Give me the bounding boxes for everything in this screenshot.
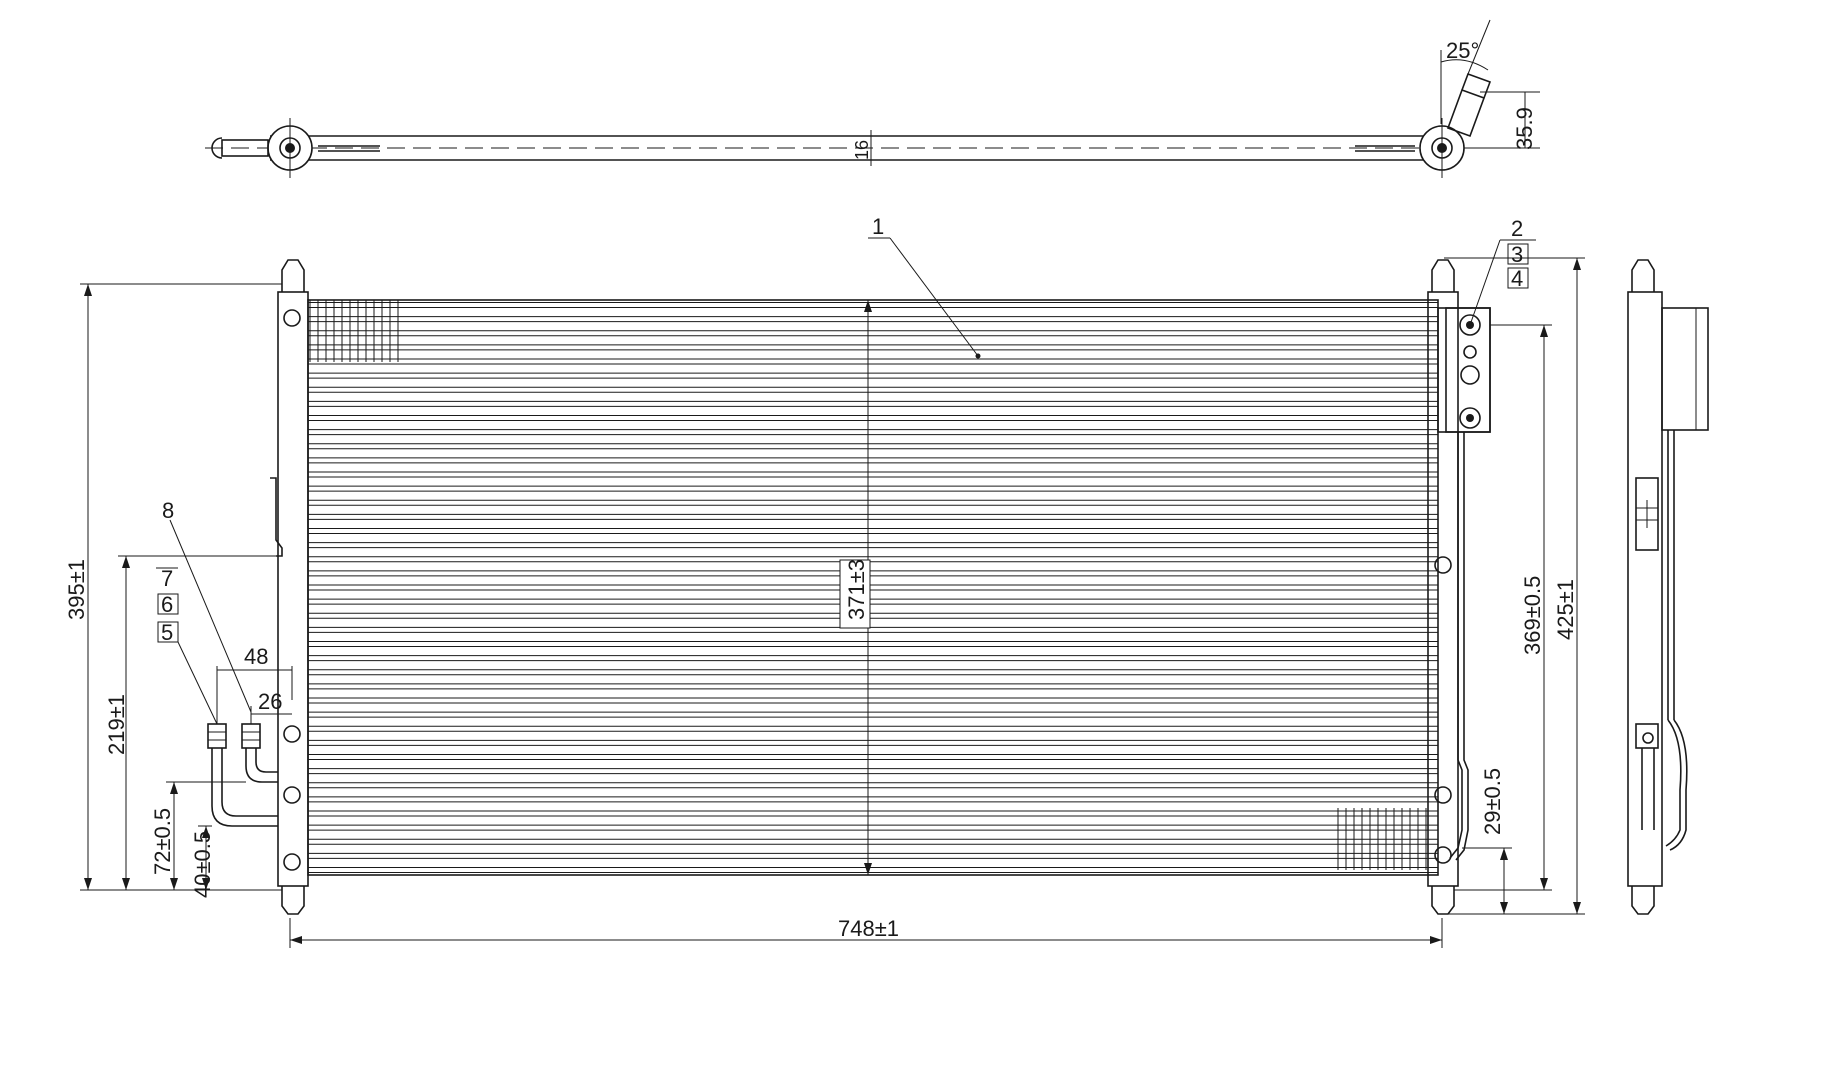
dim-right-pipe-low: 29±0.5: [1480, 768, 1505, 835]
callout-8: 8: [162, 498, 174, 523]
top-view: 25° 35.9 16: [205, 19, 1540, 178]
dim-top-height: 35.9: [1512, 107, 1537, 150]
front-view: 371±3: [207, 259, 1491, 915]
dim-width: 748±1: [838, 916, 899, 941]
left-inlet-pipes: [207, 723, 278, 827]
part-callouts: 1 2 3 4 7 6 5 8: [156, 214, 1536, 725]
fin-hatch-bottom-right: [1337, 808, 1427, 870]
callout-1: 1: [872, 214, 884, 239]
callout-7: 7: [161, 566, 173, 591]
dim-right-height-2: 425±1: [1553, 579, 1578, 640]
callout-2: 2: [1511, 216, 1523, 241]
fin-hatch-top-left: [309, 300, 399, 362]
callout-6: 6: [161, 592, 173, 617]
dim-pipe-spacing-1: 48: [244, 644, 268, 669]
dim-left-height: 395±1: [64, 559, 89, 620]
callout-4: 4: [1511, 266, 1523, 291]
dim-left-pipe-low-1: 72±0.5: [150, 808, 175, 875]
core-tubes: [308, 302, 1438, 873]
dim-right-height-1: 369±0.5: [1520, 576, 1545, 655]
dim-pipe-spacing-2: 26: [258, 689, 282, 714]
dim-top-thickness: 16: [852, 140, 872, 160]
callout-5: 5: [161, 620, 173, 645]
dim-top-angle: 25°: [1446, 38, 1479, 63]
drier-bracket: [1437, 307, 1491, 433]
dim-left-pipe-low-2: 40±0.5: [190, 831, 215, 898]
side-view: [1627, 259, 1709, 915]
dim-core-height: 371±3: [844, 559, 869, 620]
dim-left-pipe-height: 219±1: [104, 694, 129, 755]
dimension-lines: 748±1 395±1 219±1 72±0.5 40±0.5 48: [64, 257, 1585, 948]
callout-3: 3: [1511, 242, 1523, 267]
